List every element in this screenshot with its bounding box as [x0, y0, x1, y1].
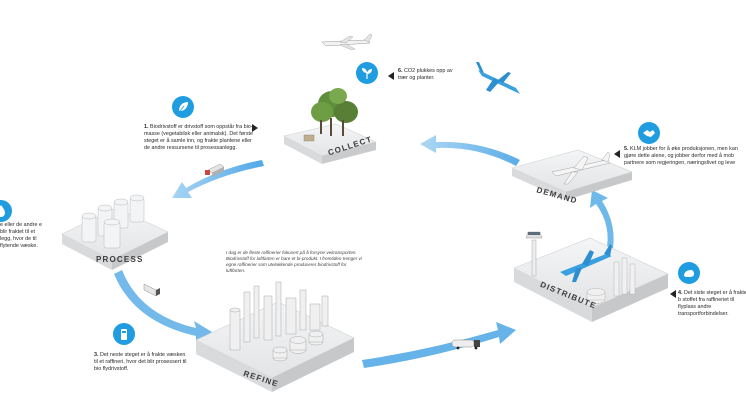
step-1-text: 1. Biodrivstoff er drivstoff som oppstår…: [144, 124, 256, 152]
step-1-number: 1.: [144, 124, 149, 130]
step-2-text: e eller de andre e blir fraktet til et l…: [0, 222, 44, 250]
fuel-tanks-distribute: [586, 257, 636, 304]
step-4-text: 4. Det siste steget er å frakte b stoffe…: [678, 290, 746, 318]
station-collect: [283, 88, 377, 164]
refinery-plant: [229, 281, 329, 362]
station-demand: [511, 149, 633, 200]
refine-note: I dag er de fleste raffinerier fokusert …: [226, 250, 366, 274]
station-distribute: [513, 231, 669, 322]
step-1-body: Biodrivstoff er drivstoff som oppstår fr…: [144, 124, 254, 151]
handshake-icon: [638, 122, 660, 144]
station-process: [61, 194, 169, 270]
step-5-text: 5. KLM jobber for å øke produksjonen, me…: [624, 146, 746, 167]
control-tower: [525, 231, 543, 277]
step-3-body: Det neste steget er å frakte væsken til …: [94, 352, 187, 372]
step-5-number: 5.: [624, 146, 629, 152]
station-refine: [195, 281, 355, 392]
trees: [311, 88, 358, 136]
arrow-collect-to-process: [172, 160, 264, 198]
arrow-process-to-refine: [114, 270, 212, 342]
plant-icon: [356, 62, 378, 84]
step-4-number: 4.: [678, 290, 683, 296]
fuel-drop-icon: [0, 200, 12, 222]
truck-collect: [205, 163, 225, 177]
arrow-demand-to-collect: [420, 135, 520, 166]
station-label-process: PROCESS: [96, 255, 144, 264]
klm-plane-ground: [560, 244, 612, 282]
plane-sky-klm: [476, 62, 520, 94]
bottle-icon: [113, 323, 135, 345]
white-plane-ground: [551, 151, 611, 185]
leaf-icon: [172, 96, 194, 118]
step-6-body: CO2 plukkes opp av trær og planter.: [398, 68, 453, 81]
arrow-distribute-to-demand: [590, 190, 614, 254]
truck-process: [143, 283, 160, 297]
plane-sky-white: [321, 33, 373, 51]
storage-tanks: [81, 194, 145, 249]
step-6-number: 6.: [398, 68, 403, 74]
step-5-body: KLM jobber for å øke produksjonen, men k…: [624, 146, 738, 166]
seedling-icon: [678, 262, 700, 284]
step-6-text: 6. CO2 plukkes opp av trær og planter.: [398, 68, 460, 82]
arrow-refine-to-distribute: [362, 322, 516, 368]
step-3-number: 3.: [94, 352, 99, 358]
step-2-body: e eller de andre e blir fraktet til et l…: [0, 222, 42, 249]
refine-note-body: I dag er de fleste raffinerier fokusert …: [226, 250, 362, 273]
step-4-body: Det siste steget er å frakte b stoffet f…: [678, 290, 746, 317]
tanker-truck: [451, 339, 480, 350]
step-3-text: 3. Det neste steget er å frakte væsken t…: [94, 352, 190, 373]
